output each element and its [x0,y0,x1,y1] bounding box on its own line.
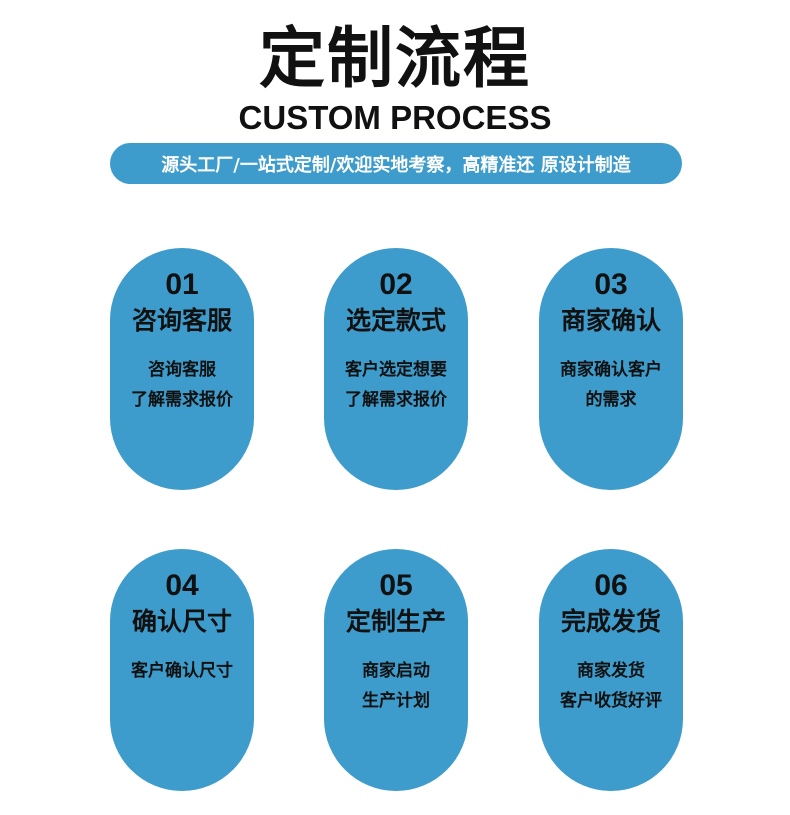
step-number: 04 [165,569,199,602]
step-heading: 选定款式 [345,306,446,335]
step-card-2: 02 选定款式 客户选定想要 了解需求报价 [324,248,468,490]
page-title: 定制流程 [259,20,531,97]
step-number: 05 [379,569,413,602]
step-heading: 定制生产 [345,607,446,636]
step-number: 06 [594,569,628,602]
page-subtitle: CUSTOM PROCESS [238,99,552,136]
step-description-line: 商家确认客户 [560,360,662,380]
step-heading: 咨询客服 [131,306,232,335]
step-description-line: 了解需求报价 [345,390,447,410]
tagline-banner: 源头工厂/一站式定制/欢迎实地考察，高精准还 原设计制造 [110,143,682,184]
step-description: 商家发货 客户收货好评 [539,656,683,716]
step-card-1: 01 咨询客服 咨询客服 了解需求报价 [110,248,254,490]
step-number: 01 [165,268,199,301]
step-heading: 完成发货 [560,607,661,636]
step-description-line: 生产计划 [362,691,430,711]
step-description-line: 商家发货 [577,661,645,681]
step-description: 商家确认客户 的需求 [539,355,683,415]
step-description-line: 的需求 [585,390,637,410]
step-heading: 确认尺寸 [131,607,232,636]
step-description-line: 客户选定想要 [345,360,447,380]
step-card-5: 05 定制生产 商家启动 生产计划 [324,549,468,791]
step-description-line: 客户收货好评 [560,691,662,711]
step-description: 客户确认尺寸 [110,656,254,686]
step-description-line: 咨询客服 [148,360,216,380]
step-card-3: 03 商家确认 商家确认客户 的需求 [539,248,683,490]
step-card-4: 04 确认尺寸 客户确认尺寸 [110,549,254,791]
step-description: 客户选定想要 了解需求报价 [324,355,468,415]
step-description-line: 客户确认尺寸 [131,661,233,681]
step-number: 02 [379,268,413,301]
step-heading: 商家确认 [560,306,661,335]
step-number: 03 [594,268,628,301]
step-card-6: 06 完成发货 商家发货 客户收货好评 [539,549,683,791]
step-description-line: 了解需求报价 [131,390,233,410]
step-description: 商家启动 生产计划 [324,656,468,716]
step-description: 咨询客服 了解需求报价 [110,355,254,415]
step-description-line: 商家启动 [362,661,430,681]
